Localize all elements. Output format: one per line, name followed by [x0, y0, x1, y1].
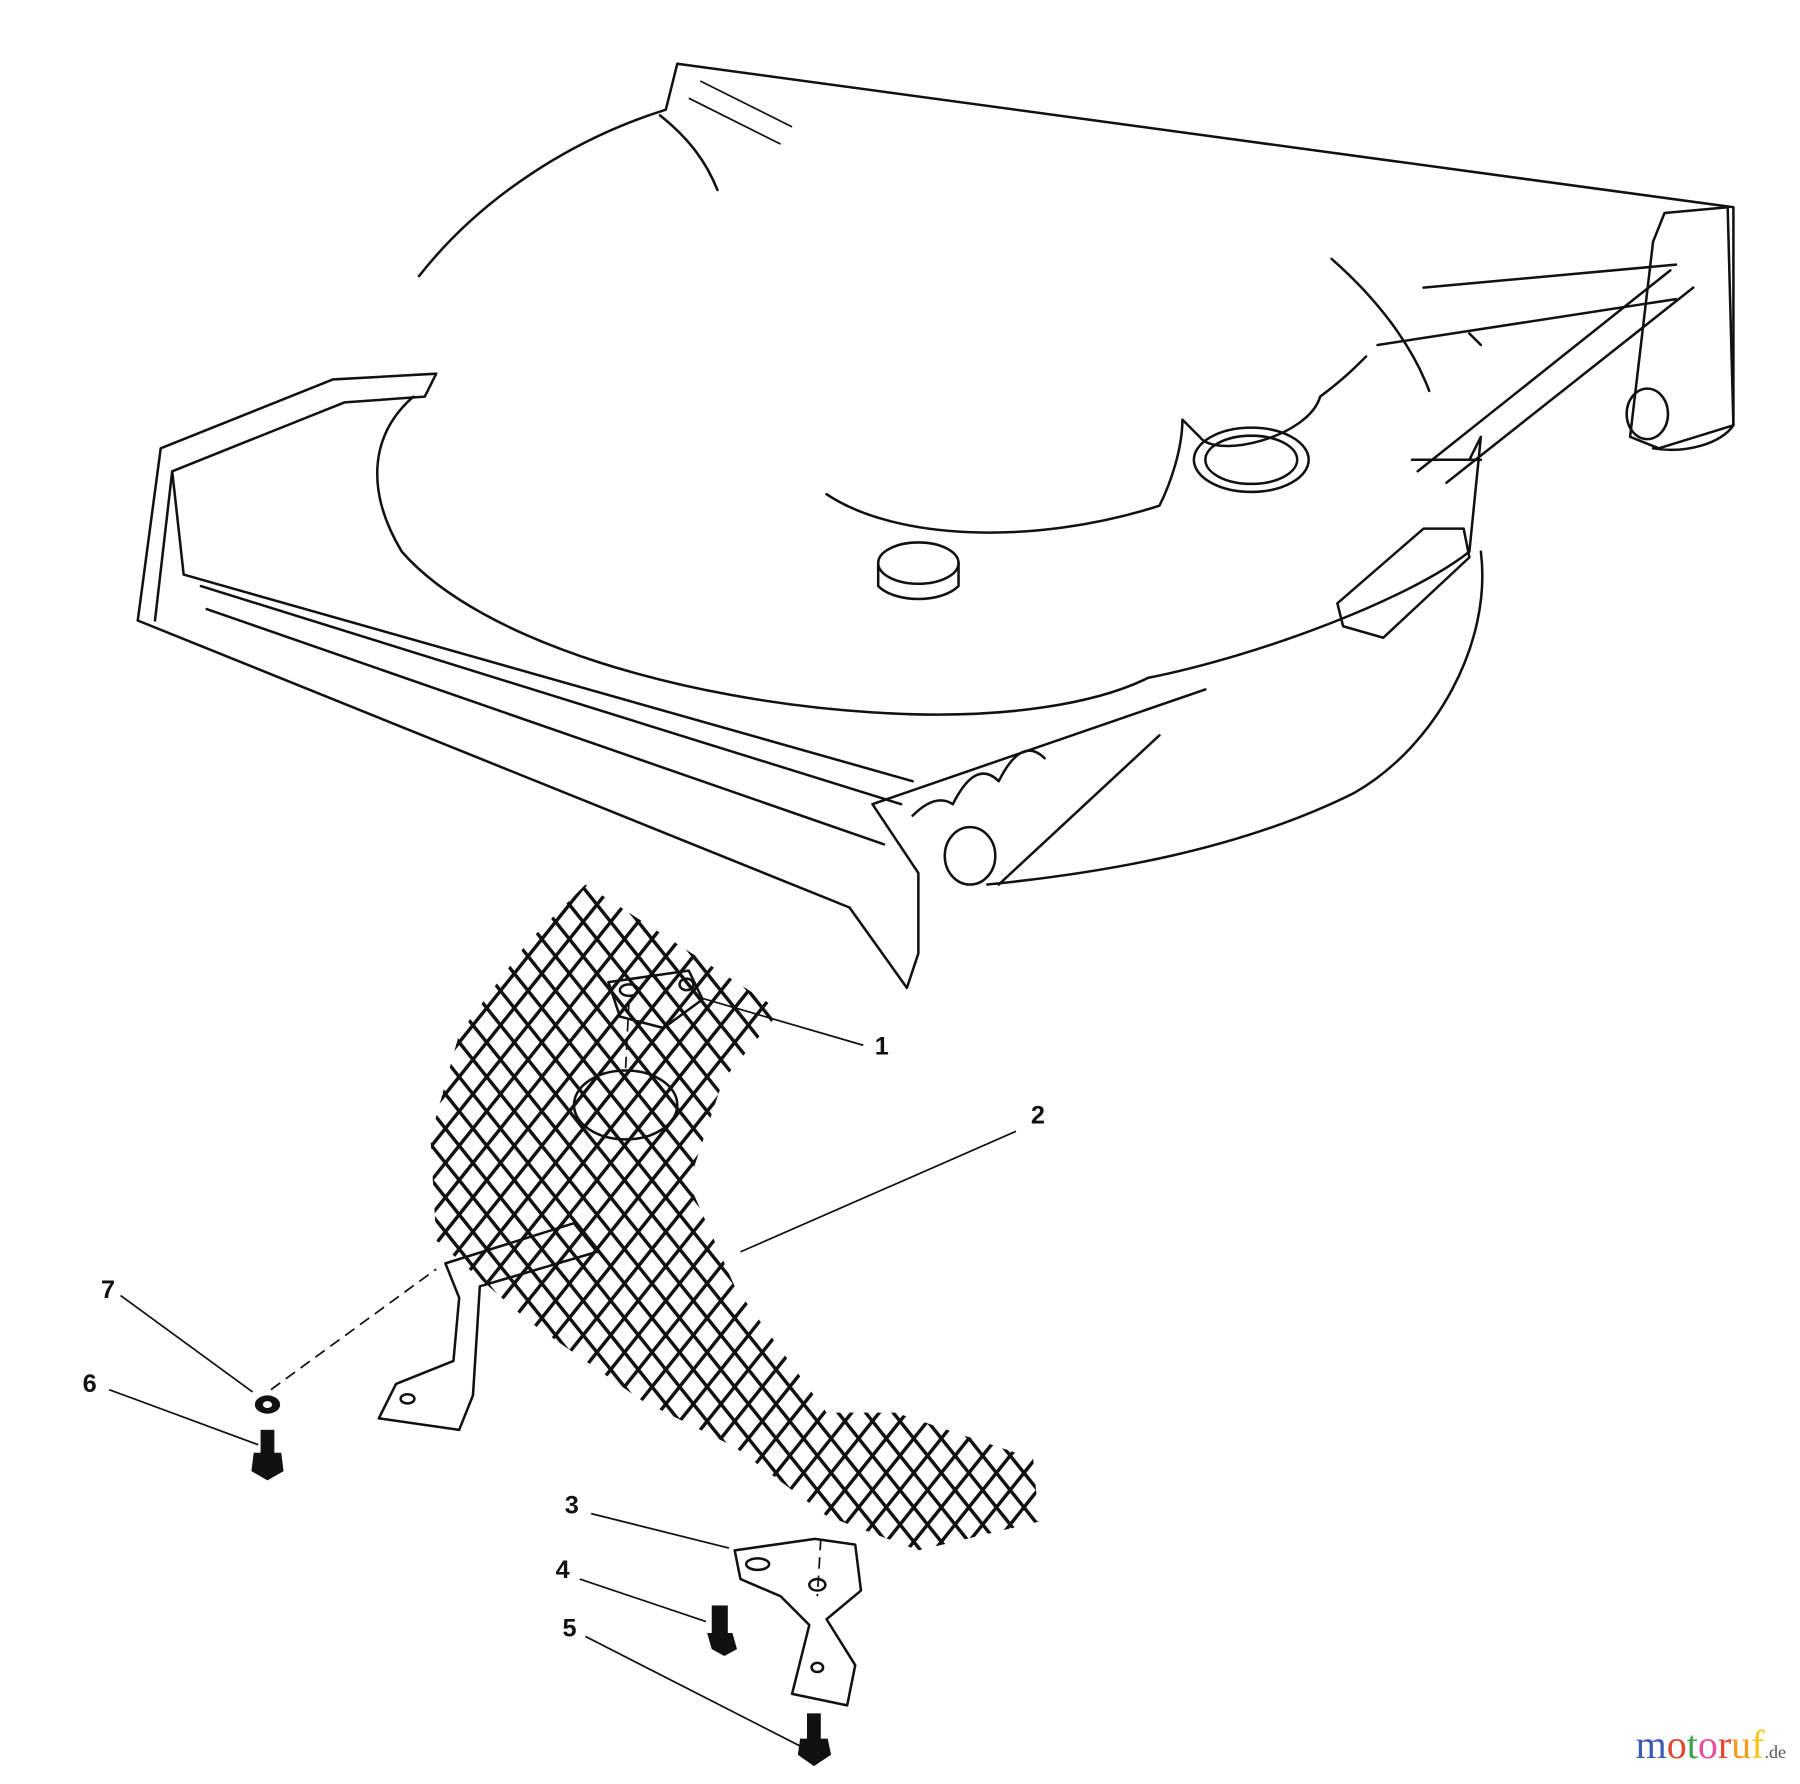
mesh-wire [547, 884, 1039, 1500]
mesh-wire [430, 1032, 844, 1551]
mesh-wire [657, 884, 1039, 1363]
mesh-wire [430, 884, 619, 1121]
mesh-wire [430, 884, 702, 1225]
mesh-wire [905, 884, 1039, 1053]
mesh-wire [430, 1377, 569, 1551]
watermark-text: motoruf [1635, 1722, 1765, 1767]
callout-7: 7 [101, 1276, 115, 1304]
mesh-wire [430, 1445, 514, 1551]
mesh-wire [430, 1411, 541, 1551]
mesh-wire [928, 1411, 1039, 1551]
mesh-wire [430, 884, 482, 949]
mesh-wire [430, 884, 564, 1053]
mower-deck [136, 62, 1735, 990]
mesh-wire [430, 1549, 431, 1551]
callout-leaders [108, 996, 1017, 1749]
motoruf-watermark: motoruf.de [1636, 1721, 1786, 1776]
bolt-5 [797, 1713, 832, 1767]
mesh-wire [983, 1480, 1039, 1551]
mesh-wire [430, 894, 955, 1551]
mesh-wire [430, 884, 812, 1363]
mesh-wire [430, 1239, 679, 1551]
washer-7 [254, 1395, 281, 1414]
mesh-wire [956, 1445, 1039, 1551]
mesh-wire [430, 1480, 486, 1551]
mesh-wire [790, 1239, 1039, 1551]
mesh-wire [712, 884, 1039, 1294]
mesh-wire [735, 1170, 1039, 1551]
mesh-wire [430, 884, 950, 1535]
mesh-wire [515, 894, 1039, 1551]
mesh-wire [430, 884, 730, 1259]
mesh-wire [873, 1342, 1039, 1551]
callout-1: 1 [875, 1032, 889, 1060]
bolt-6 [251, 1429, 284, 1481]
mesh-wire [685, 884, 1039, 1328]
mesh-wire [430, 884, 647, 1156]
mesh-wire [960, 884, 1039, 984]
mesh-wire [740, 884, 1039, 1259]
mesh-wire [519, 884, 1039, 1535]
mesh-wire [430, 884, 537, 1018]
mesh-wire [430, 884, 509, 984]
leaf-shredder-mesh [430, 884, 1039, 1551]
mesh-wire [988, 884, 1039, 949]
mesh-wire [430, 884, 592, 1087]
mesh-wire [818, 1273, 1039, 1551]
mesh-wire [430, 929, 927, 1551]
mesh-wire [430, 884, 867, 1431]
callout-3: 3 [565, 1492, 579, 1520]
mesh-wire [1015, 884, 1039, 915]
callout-labels: 1 2 3 4 5 6 7 [83, 1032, 1045, 1642]
watermark-suffix: .de [1764, 1742, 1787, 1762]
mesh-wire [430, 998, 872, 1551]
mesh-wire [767, 884, 1039, 1225]
mesh-wire [602, 884, 1039, 1431]
mesh-wire [430, 1514, 459, 1551]
callout-5: 5 [563, 1614, 577, 1642]
mesh-wire [795, 884, 1039, 1190]
mesh-wire [1011, 1514, 1039, 1551]
brackets-and-hardware [251, 969, 863, 1767]
callout-6: 6 [83, 1370, 97, 1398]
mesh-wire [430, 884, 757, 1294]
mesh-wire [1038, 1549, 1039, 1551]
mesh-wire [430, 884, 675, 1190]
mesh-wire [680, 1101, 1039, 1551]
mesh-wire [933, 884, 1039, 1018]
callout-2: 2 [1031, 1101, 1045, 1129]
callout-4: 4 [556, 1556, 570, 1584]
mesh-wire [850, 884, 1039, 1121]
mesh-wire [430, 1342, 596, 1551]
mesh-wire [430, 884, 840, 1397]
mesh-wire [763, 1204, 1039, 1551]
mesh-wire [430, 884, 454, 915]
bolt-4 [707, 1605, 737, 1656]
mesh-wire [900, 1377, 1039, 1551]
mesh-wire [430, 963, 900, 1551]
